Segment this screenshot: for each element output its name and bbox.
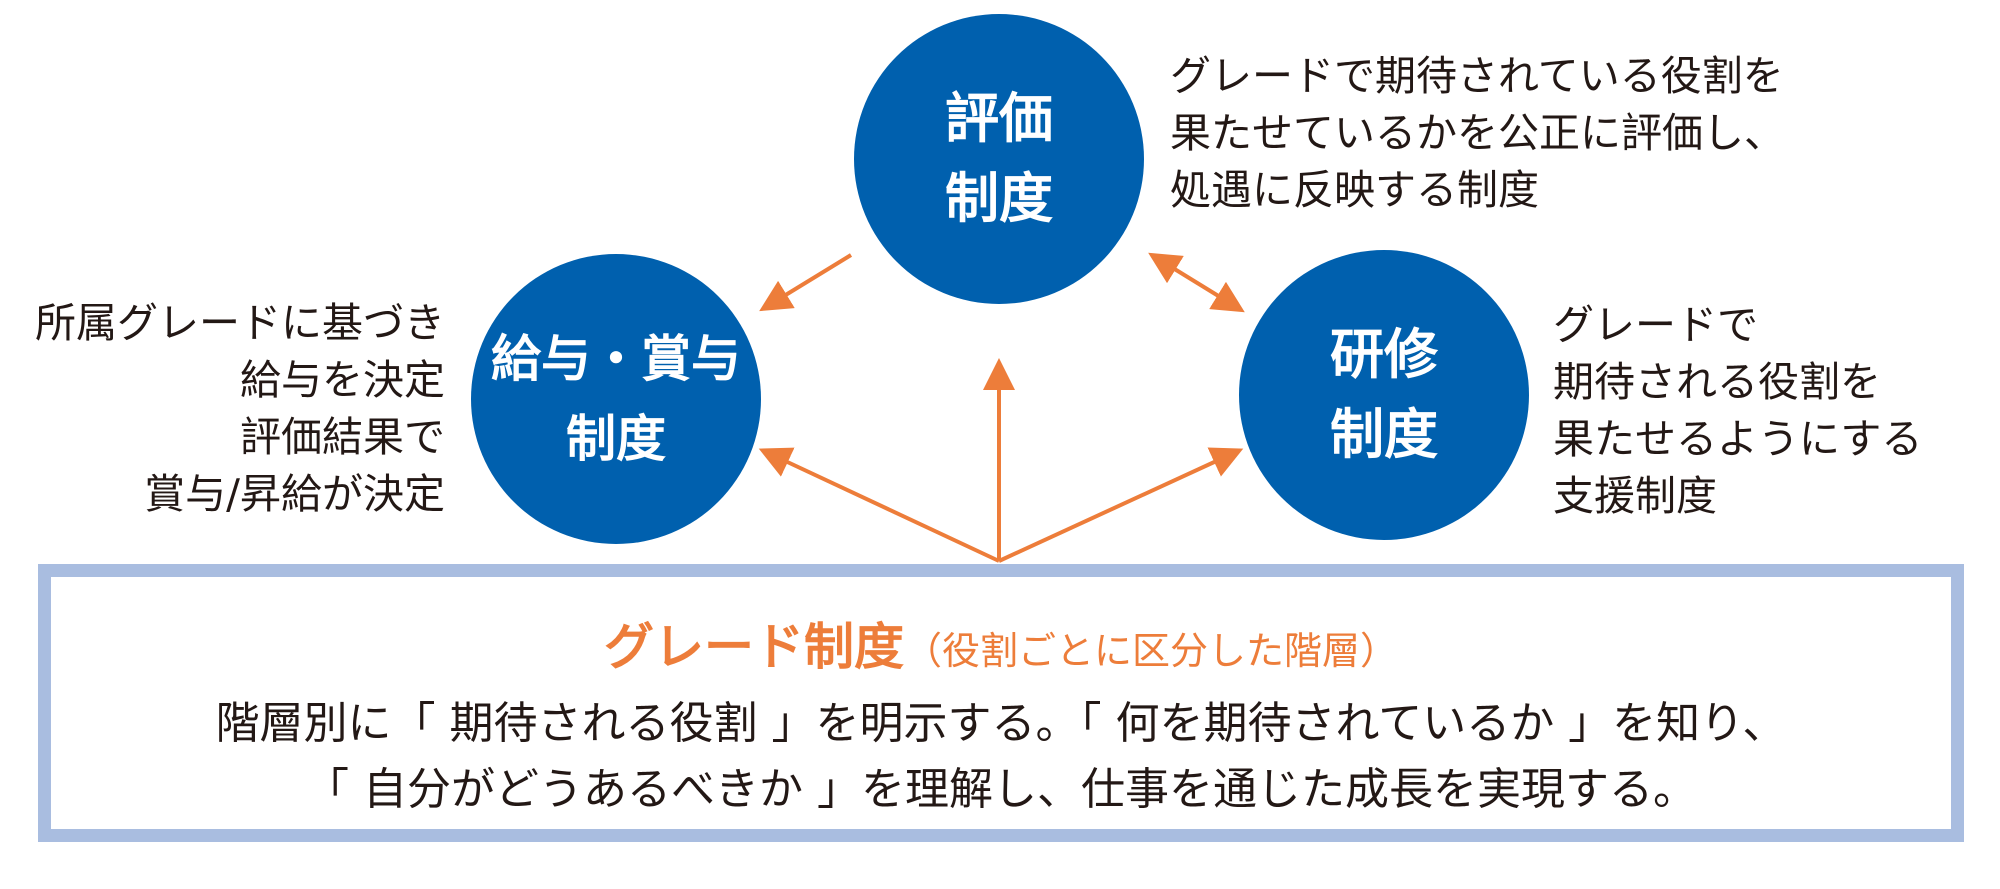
kenshu-description: グレードで 期待される役割を 果たせるようにする 支援制度 [1553, 297, 1922, 525]
desc-line: 所属グレードに基づき [35, 299, 445, 347]
desc-line: 期待される役割を [1553, 358, 1881, 406]
circle-label: 制度 [945, 167, 1053, 230]
circle-label: 制度 [1330, 403, 1438, 466]
desc-line: 給与を決定 [240, 356, 445, 404]
circle-label: 給与・賞与 [491, 330, 741, 388]
grade-title-main: グレード制度 [603, 618, 904, 676]
grade-title-sub: （役割ごとに区分した階層） [903, 629, 1398, 673]
desc-line: グレードで期待されている役割を [1170, 52, 1784, 100]
circle-label: 制度 [566, 410, 666, 468]
circle-label: 評価 [945, 87, 1053, 150]
arrow-hyoka-kenshu [1148, 252, 1245, 313]
desc-line: 評価結果で [240, 413, 445, 461]
grade-system-box: グレード制度（役割ごとに区分した階層） 階層別に「 期待される役割 」を明示する… [38, 564, 1964, 842]
hyoka-circle: 評価 制度 [854, 14, 1144, 304]
desc-line: 支援制度 [1553, 472, 1717, 520]
kenshu-circle: 研修 制度 [1239, 250, 1529, 540]
desc-line: 賞与/昇給が決定 [144, 470, 445, 518]
desc-line: グレードで [1553, 301, 1758, 349]
grade-title: グレード制度（役割ごとに区分した階層） [51, 607, 1951, 679]
kyuyo-circle: 給与・賞与 制度 [471, 254, 761, 544]
desc-line: 果たせるようにする [1553, 415, 1923, 463]
kyuyo-description: 所属グレードに基づき 給与を決定 評価結果で 賞与/昇給が決定 [35, 295, 445, 523]
desc-line: 処遇に反映する制度 [1170, 166, 1539, 214]
grade-body-line: 「 自分がどうあるべきか 」を理解し、仕事を通じた成長を実現する。 [305, 764, 1697, 815]
circle-label: 研修 [1330, 323, 1438, 386]
desc-line: 果たせているかを公正に評価し、 [1170, 109, 1785, 157]
grade-body-line: 階層別に「 期待される役割 」を明示する。「 何を期待されているか 」を知り、 [215, 698, 1787, 749]
grade-body: 階層別に「 期待される役割 」を明示する。「 何を期待されているか 」を知り、 … [51, 691, 1951, 823]
arrow-hyoka-to-kyuyo [759, 253, 853, 312]
arrow-grade-to-kyuyo [758, 447, 1000, 563]
hyoka-description: グレードで期待されている役割を 果たせているかを公正に評価し、 処遇に反映する制… [1170, 48, 1785, 219]
arrow-grade-to-kenshu [998, 447, 1244, 563]
